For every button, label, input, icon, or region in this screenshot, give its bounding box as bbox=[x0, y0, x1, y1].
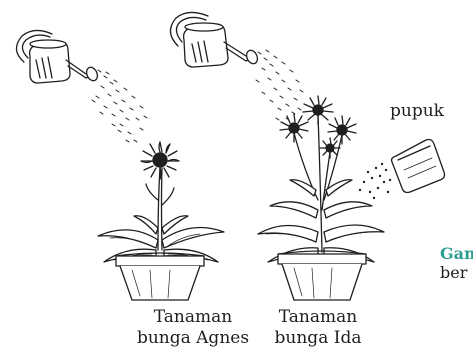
plant-ida-caption: Tanaman bunga Ida bbox=[268, 307, 368, 349]
plant-agnes bbox=[98, 142, 224, 300]
flower-pot-icon bbox=[278, 251, 366, 300]
water-spray bbox=[256, 50, 303, 120]
figure-caption: Gam ber bbox=[440, 244, 473, 282]
plant-ida bbox=[258, 96, 384, 300]
plant-ida-caption-line2: bunga Ida bbox=[268, 328, 368, 349]
figure-caption-text: ber bbox=[440, 263, 473, 282]
plant-agnes-caption-line1: Tanaman bbox=[118, 307, 268, 328]
figure-caption-title: Gam bbox=[440, 244, 473, 263]
flower-pot-icon bbox=[116, 253, 204, 300]
fertilizer-label: pupuk bbox=[390, 101, 444, 122]
water-spray bbox=[92, 70, 147, 142]
plant-agnes-caption-line2: bunga Agnes bbox=[118, 328, 268, 349]
fertilizer-bag-icon bbox=[392, 140, 445, 193]
watering-can-icon bbox=[170, 12, 259, 67]
watering-can-icon bbox=[16, 30, 99, 83]
fertilizer-granules bbox=[359, 163, 391, 199]
plant-ida-caption-line1: Tanaman bbox=[268, 307, 368, 328]
plant-agnes-caption: Tanaman bunga Agnes bbox=[118, 307, 268, 349]
